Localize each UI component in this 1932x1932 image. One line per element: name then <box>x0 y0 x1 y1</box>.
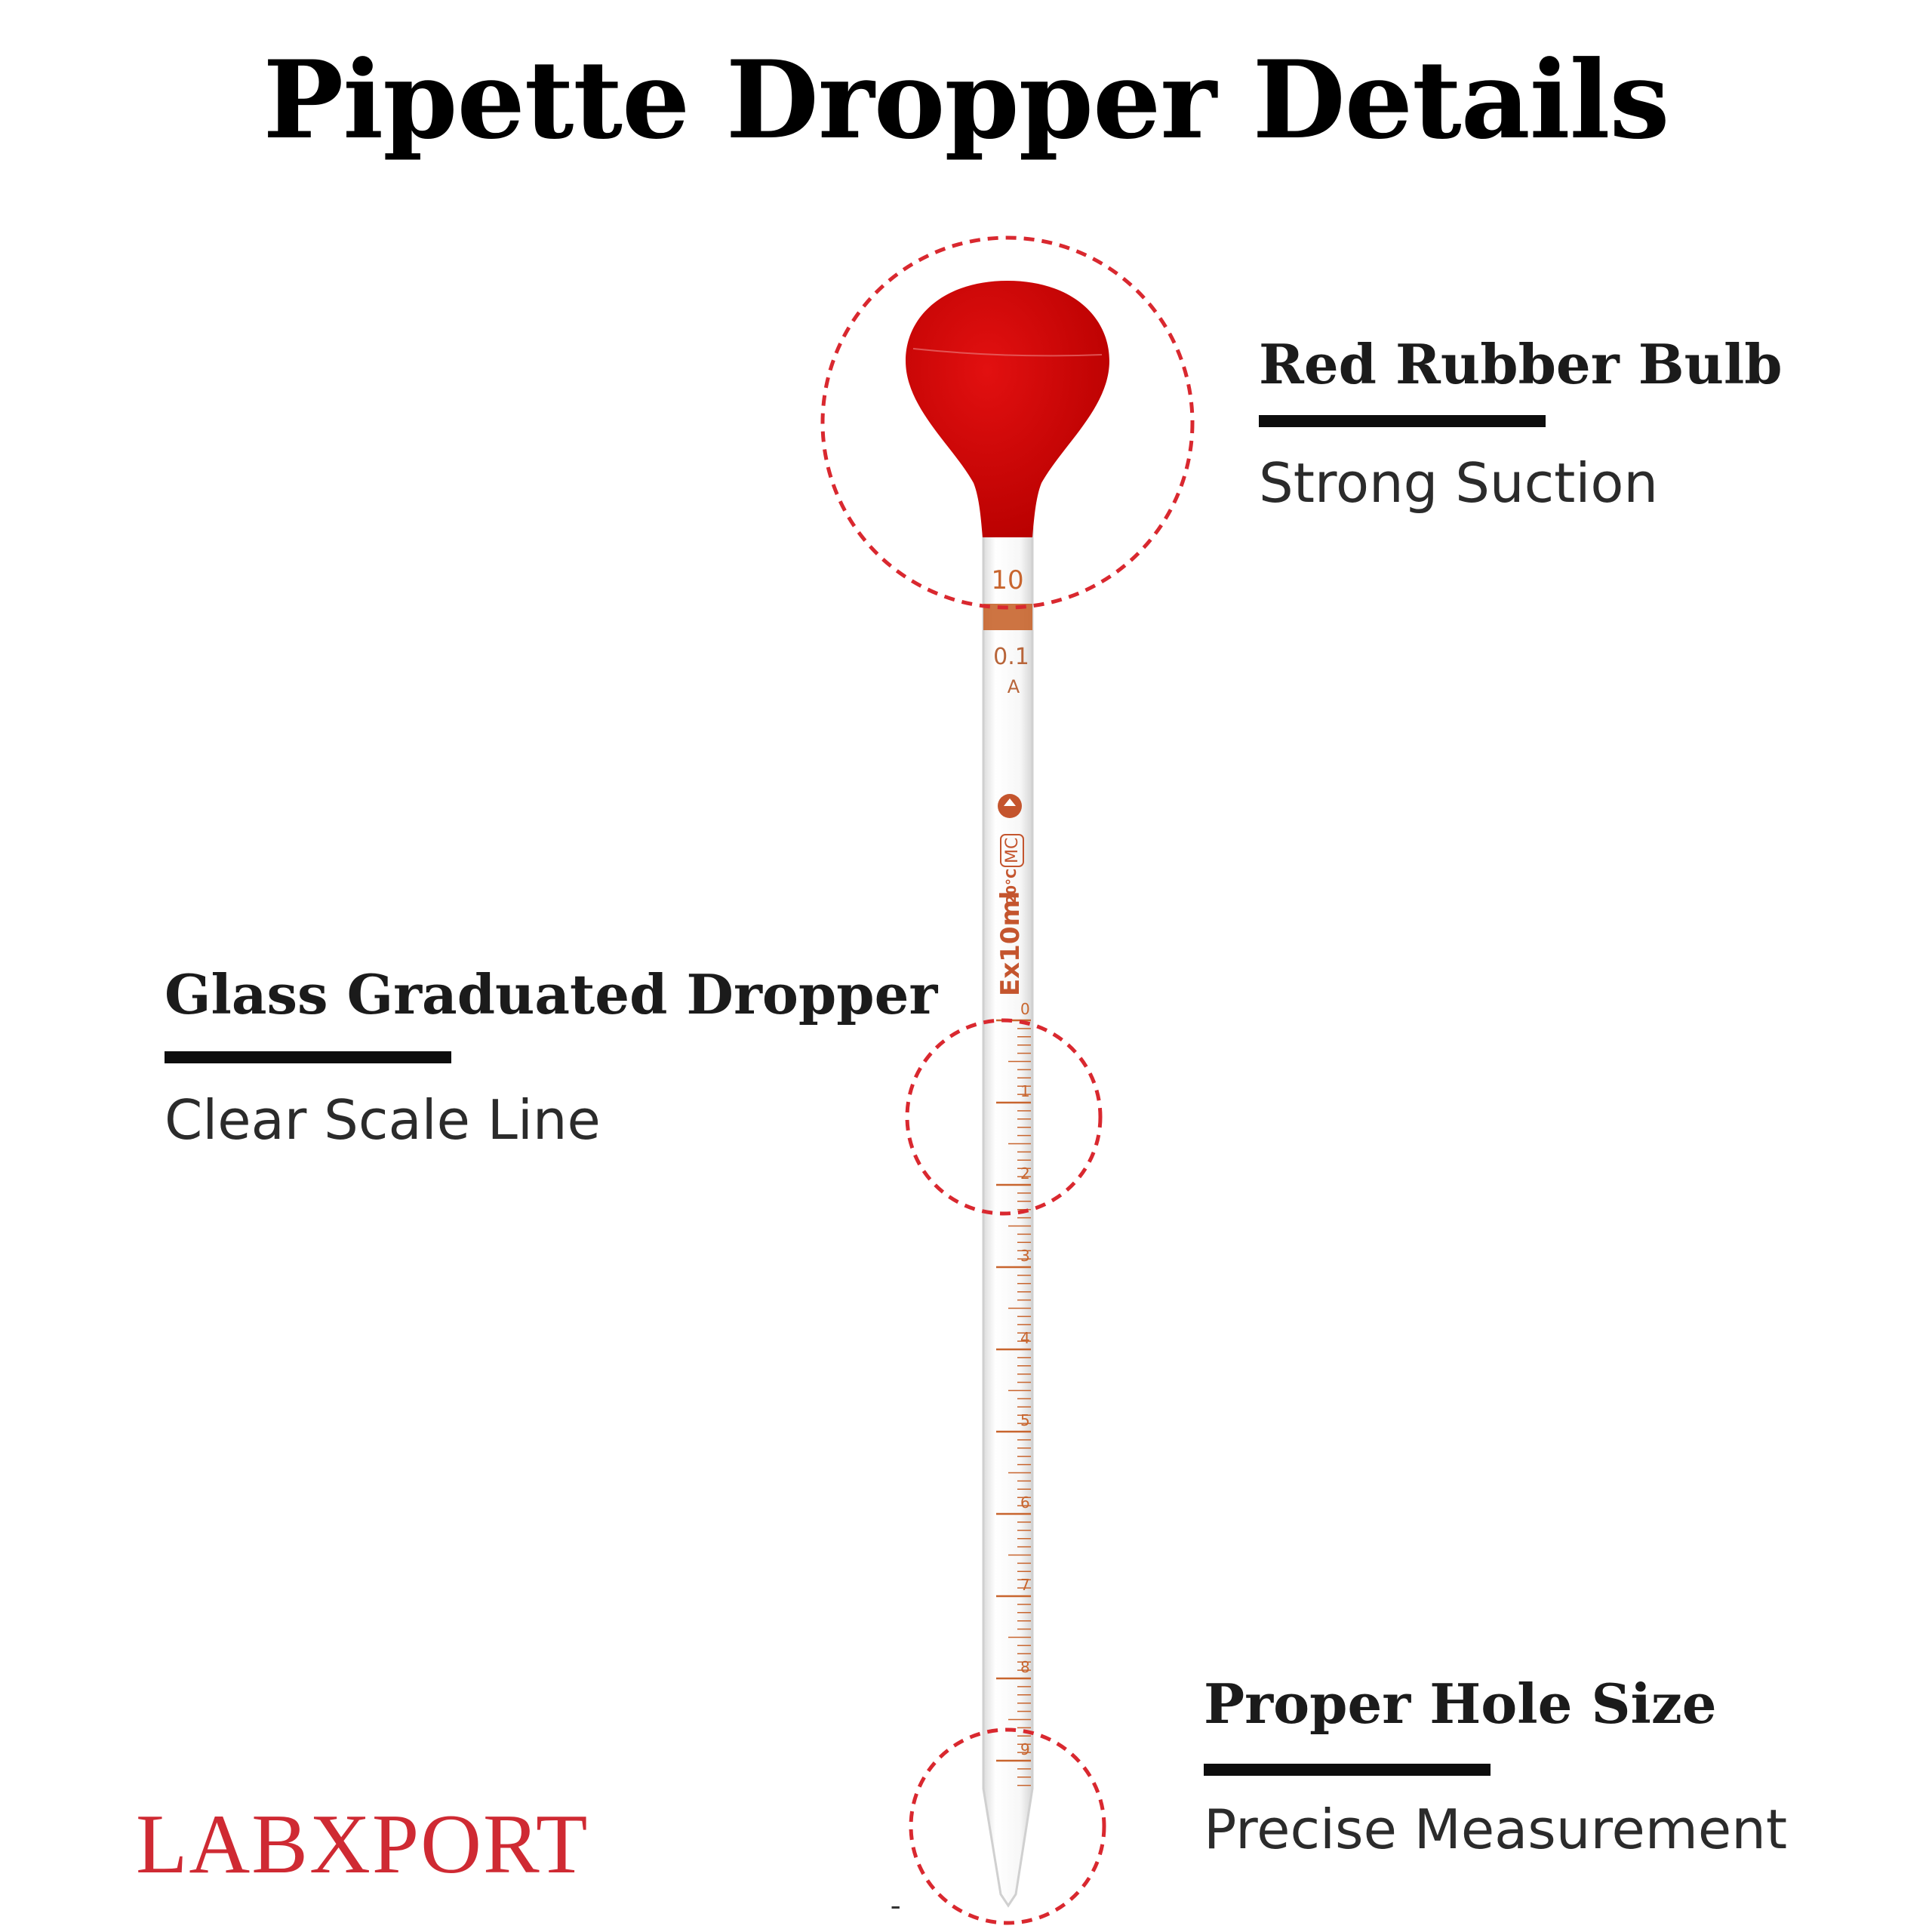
temperature-label: 20°C <box>1004 869 1020 904</box>
scale-feature-title: Glass Graduated Dropper <box>165 962 938 1026</box>
red-rubber-bulb <box>906 281 1109 537</box>
bulb-feature-underline <box>1259 415 1546 427</box>
scale-feature-subtitle: Clear Scale Line <box>165 1088 601 1152</box>
tip-feature-underline <box>1204 1764 1491 1776</box>
scale-label-2: 2 <box>1020 1164 1030 1183</box>
class-label: A <box>1008 676 1020 697</box>
graduation-scale: 0 1 2 3 4 5 6 7 8 9 <box>996 1000 1031 1786</box>
scale-label-6: 6 <box>1020 1494 1030 1512</box>
scale-feature-underline <box>165 1051 451 1063</box>
page-title: Pipette Dropper Details <box>263 38 1669 163</box>
footer-mark: - <box>891 1887 901 1921</box>
scale-label-3: 3 <box>1020 1247 1030 1265</box>
resolution-label: 0.1 <box>993 644 1029 670</box>
scale-label-5: 5 <box>1020 1411 1030 1429</box>
scale-label-1: 1 <box>1020 1082 1030 1100</box>
bulb-feature-subtitle: Strong Suction <box>1259 451 1659 515</box>
scale-callout-circle <box>905 1018 1103 1216</box>
tip-callout-circle <box>909 1727 1106 1925</box>
top-number: 10 <box>991 565 1023 595</box>
brand-logo: LABXPORT <box>136 1798 589 1891</box>
scale-label-7: 7 <box>1020 1576 1030 1594</box>
tip-feature-subtitle: Precise Measurement <box>1204 1798 1788 1861</box>
scale-label-8: 8 <box>1020 1658 1030 1676</box>
tip-feature-title: Proper Hole Size <box>1204 1672 1717 1736</box>
bulb-callout-circle <box>820 235 1195 610</box>
glass-tube <box>982 527 1034 1908</box>
mc-mark: MC <box>1003 838 1022 863</box>
scale-label-9: 9 <box>1020 1740 1030 1758</box>
scale-label-0: 0 <box>1020 1000 1030 1018</box>
scale-label-4: 4 <box>1020 1329 1030 1347</box>
spec-label: Ex10ml <box>995 891 1026 996</box>
bulb-feature-title: Red Rubber Bulb <box>1259 332 1783 396</box>
